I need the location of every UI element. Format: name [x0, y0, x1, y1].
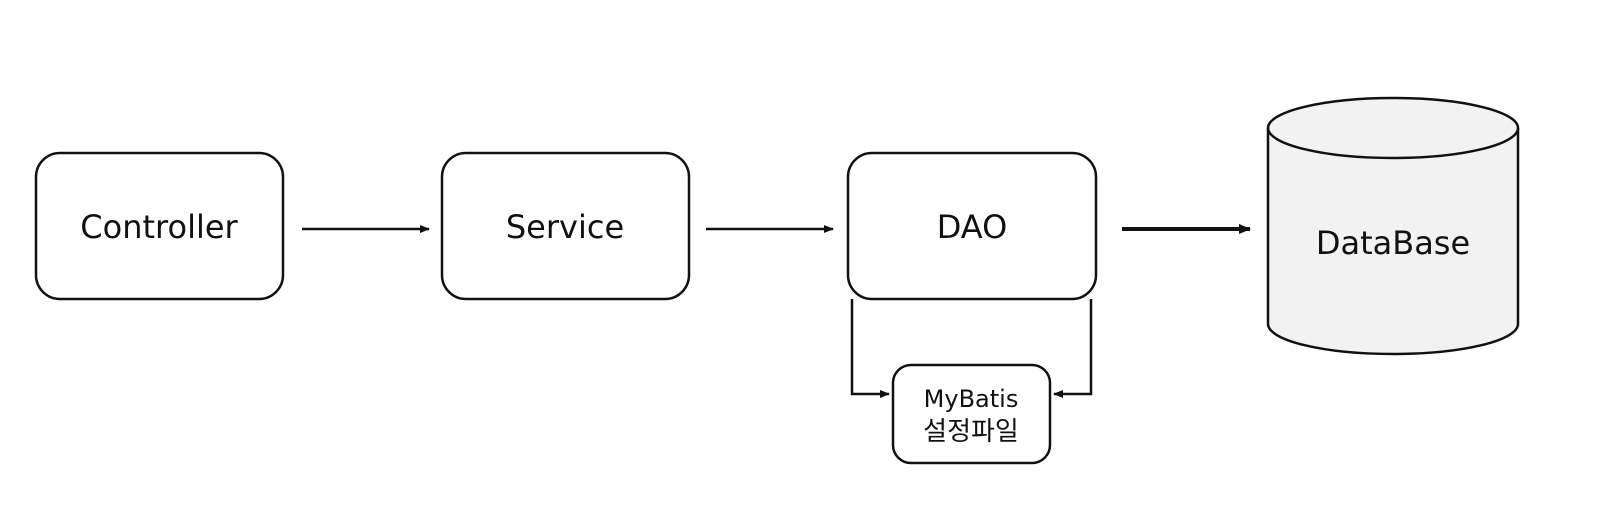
mybatis-label: MyBatis [924, 385, 1019, 413]
controller-label: Controller [80, 208, 238, 246]
mybatis-config-file-label: 설정파일 [923, 417, 1019, 447]
connector-dao-right-to-mybatis [1053, 299, 1093, 398]
dao-box: DAO [846, 151, 1098, 301]
controller-box: Controller [34, 151, 285, 301]
connector-dao-left-to-mybatis [850, 299, 890, 398]
service-box: Service [440, 151, 691, 301]
service-label: Service [506, 208, 624, 246]
database-label: DataBase [1316, 224, 1470, 262]
database-cylinder: DataBase [1266, 96, 1520, 356]
mybatis-config-box: MyBatis 설정파일 [891, 363, 1052, 465]
dao-label: DAO [937, 208, 1008, 246]
